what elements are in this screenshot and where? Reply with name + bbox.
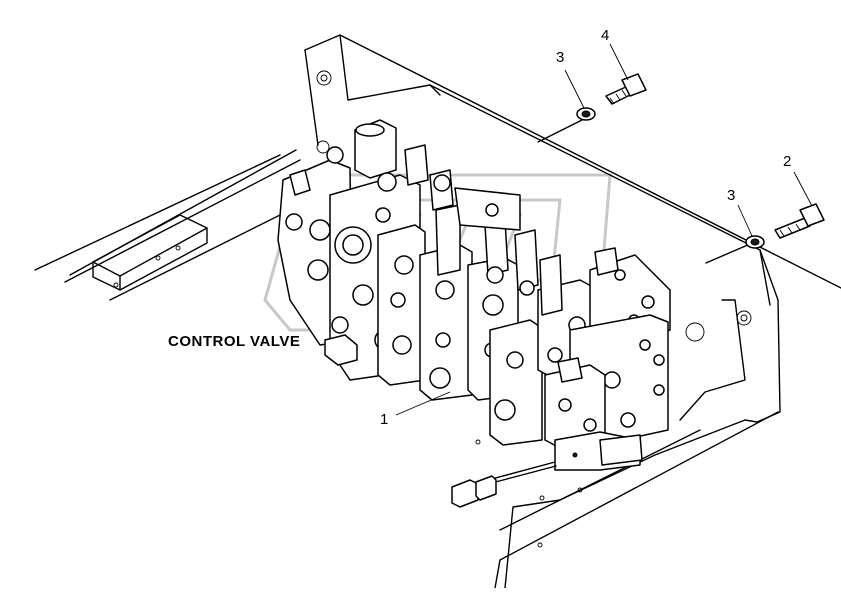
control-valve-label: CONTROL VALVE xyxy=(168,333,300,350)
mounting-bracket xyxy=(34,149,301,301)
bolt-lower xyxy=(705,203,825,264)
callout-1: 1 xyxy=(380,411,388,428)
callout-2: 2 xyxy=(783,153,791,170)
washer-upper xyxy=(576,107,596,121)
callout-3-upper: 3 xyxy=(556,49,564,66)
callout-3-lower: 3 xyxy=(727,187,735,204)
washer-lower xyxy=(745,235,765,249)
harness-connector xyxy=(451,461,557,508)
bolt-upper xyxy=(537,73,647,143)
callout-leaders xyxy=(395,43,813,416)
control-valve-assembly xyxy=(277,119,671,471)
callout-4: 4 xyxy=(601,27,609,44)
mounting-plate xyxy=(304,34,841,589)
